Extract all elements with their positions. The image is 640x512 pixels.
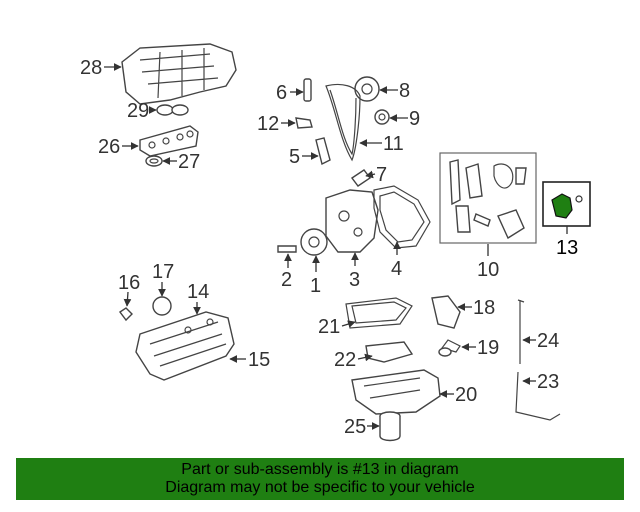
part-8-sprocket xyxy=(354,76,380,102)
label-13: 13 xyxy=(556,237,578,259)
part-14-15-valve-cover xyxy=(135,311,235,381)
label-23: 23 xyxy=(537,371,559,393)
part-12-bolt xyxy=(295,117,313,129)
banner-line-2: Diagram may not be specific to your vehi… xyxy=(165,479,475,496)
part-29-gaskets xyxy=(156,104,189,116)
part-18-oil-pump xyxy=(431,295,461,329)
part-22-windage-tray xyxy=(365,341,414,363)
part-20-oil-pan xyxy=(351,369,441,415)
part-17-cap xyxy=(152,296,172,316)
part-27-ring xyxy=(145,155,163,167)
part-1-pulley xyxy=(300,228,328,256)
label-4: 4 xyxy=(391,258,402,280)
part-21-pan-gasket xyxy=(345,297,413,329)
label-29: 29 xyxy=(127,100,149,122)
label-14: 14 xyxy=(187,281,209,303)
label-28: 28 xyxy=(80,57,102,79)
label-9: 9 xyxy=(409,108,420,130)
label-20: 20 xyxy=(455,384,477,406)
part-23-dipstick-tube xyxy=(515,371,561,421)
label-10: 10 xyxy=(477,259,499,281)
label-11: 11 xyxy=(383,133,404,155)
label-21: 21 xyxy=(318,316,340,338)
part-28-intake-manifold xyxy=(121,43,237,105)
part-3-timing-cover xyxy=(325,189,379,253)
part-2-bolt xyxy=(277,245,297,253)
part-13-highlighted[interactable] xyxy=(542,181,591,227)
part-7-tensioner-arm xyxy=(350,169,372,187)
label-26: 26 xyxy=(98,136,120,158)
label-6: 6 xyxy=(276,82,287,104)
label-22: 22 xyxy=(334,349,356,371)
label-7: 7 xyxy=(376,164,387,186)
part-25-oil-filter xyxy=(379,411,401,442)
part-9-sprocket xyxy=(374,109,390,125)
part-16-bolt xyxy=(118,307,133,322)
label-1: 1 xyxy=(310,275,321,297)
callouts: 28 29 26 27 6 8 9 12 11 5 7 2 1 3 4 10 1 xyxy=(80,57,578,438)
part-10-kit-box xyxy=(439,152,537,244)
label-18: 18 xyxy=(473,297,495,319)
part-5-chain-guide xyxy=(315,137,331,166)
label-3: 3 xyxy=(349,269,360,291)
label-15: 15 xyxy=(248,349,270,371)
label-24: 24 xyxy=(537,330,559,352)
label-16: 16 xyxy=(118,272,140,294)
part-26-gasket-plate xyxy=(139,125,199,157)
part-6-guide xyxy=(303,78,312,102)
part-24-dipstick xyxy=(517,299,525,364)
label-17: 17 xyxy=(152,261,174,283)
part-19-pickup-tube xyxy=(438,339,461,357)
label-5: 5 xyxy=(289,146,300,168)
label-2: 2 xyxy=(281,269,292,291)
part-11-timing-chain xyxy=(325,83,361,162)
label-12: 12 xyxy=(257,113,279,135)
banner-line-1: Part or sub-assembly is #13 in diagram xyxy=(181,461,459,478)
label-8: 8 xyxy=(399,80,410,102)
label-27: 27 xyxy=(178,151,200,173)
info-banner: Part or sub-assembly is #13 in diagram D… xyxy=(16,458,624,500)
part-4-cover-gasket xyxy=(373,185,431,249)
label-19: 19 xyxy=(477,337,499,359)
label-25: 25 xyxy=(344,416,366,438)
